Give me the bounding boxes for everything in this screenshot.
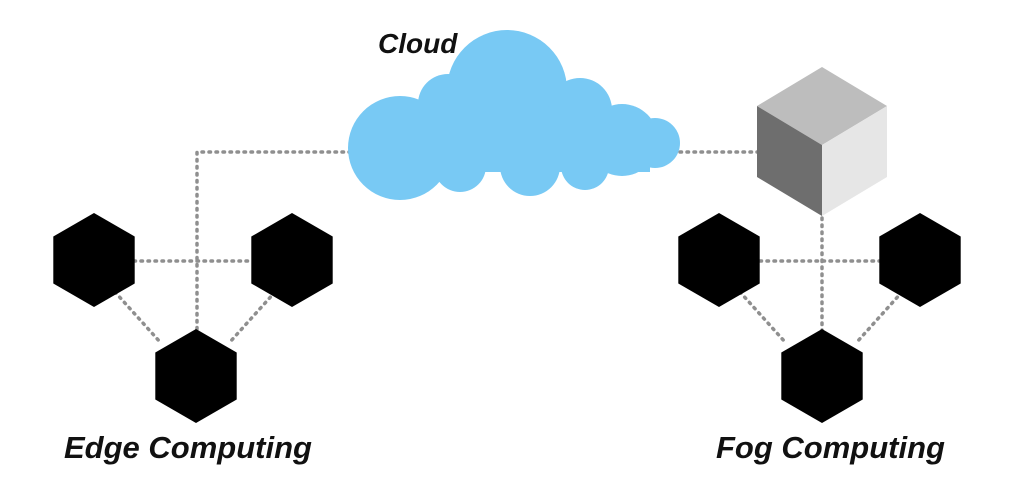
cloud-icon	[348, 30, 680, 200]
fog-node-left hexagon-node-icon	[678, 213, 760, 307]
fog-computing-label: Fog Computing	[716, 430, 945, 465]
fog-node-bottom hexagon-node-icon	[781, 329, 863, 423]
edge-computing-label: Edge Computing	[64, 430, 312, 465]
edge-node-left hexagon-node-icon	[53, 213, 135, 307]
cube-left-face	[757, 106, 822, 216]
fog-node-right hexagon-node-icon	[879, 213, 961, 307]
fog-left-diagonal-connector	[738, 290, 787, 344]
edge-node-right hexagon-node-icon	[251, 213, 333, 307]
edge-to-cloud-connector	[195, 150, 374, 338]
edge-right-diagonal-connector	[228, 290, 277, 344]
cube-icon	[757, 67, 887, 216]
cloud-label: Cloud	[378, 28, 458, 59]
cube-right-face	[822, 106, 887, 216]
connectors	[113, 150, 904, 344]
nodes	[53, 213, 961, 423]
fog-right-diagonal-connector	[855, 290, 904, 344]
edge-node-bottom hexagon-node-icon	[155, 329, 237, 423]
edge-left-diagonal-connector	[113, 290, 162, 344]
